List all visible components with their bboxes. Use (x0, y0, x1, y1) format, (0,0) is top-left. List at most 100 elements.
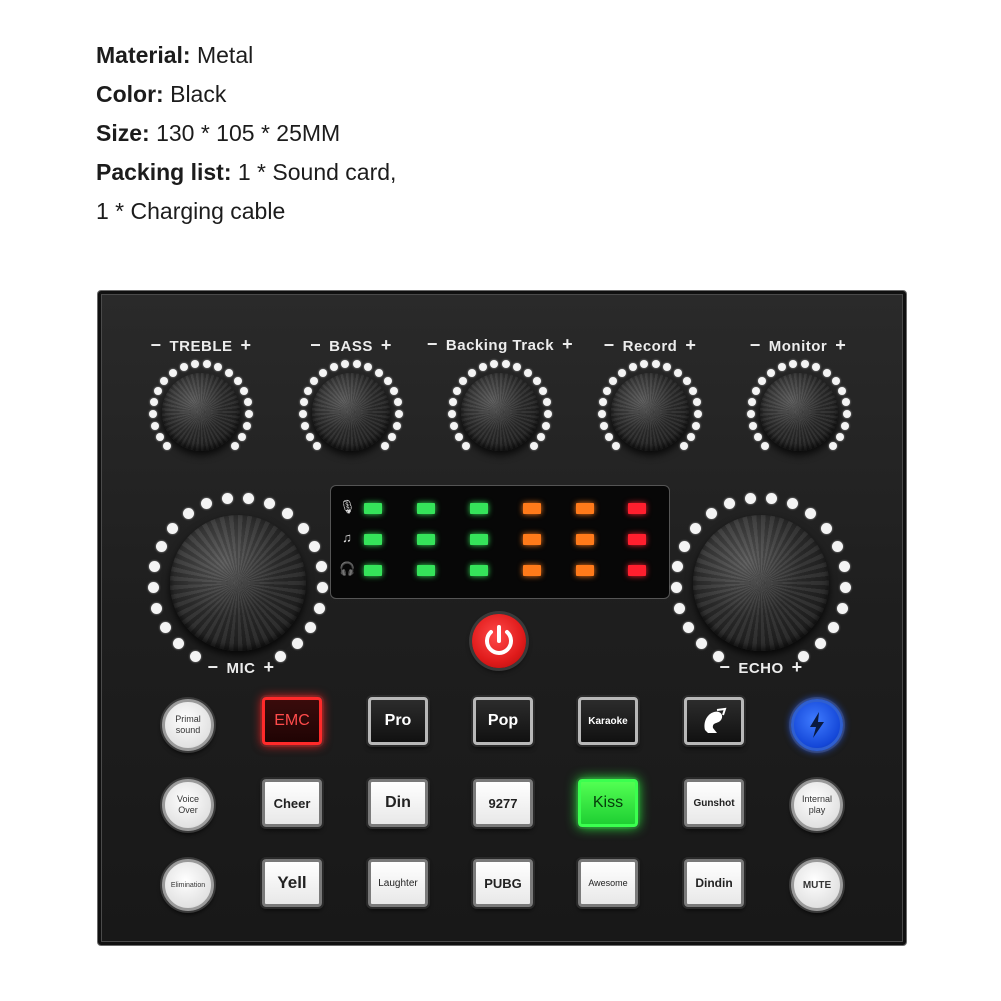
led-indicator (628, 534, 646, 545)
mic-level-dot (147, 581, 159, 593)
yell-button[interactable]: Yell (262, 859, 322, 907)
knob-level-dot (462, 441, 471, 450)
emc-button[interactable]: EMC (262, 697, 322, 745)
mic-level-dot (190, 651, 201, 663)
echo-knob[interactable] (693, 515, 829, 651)
mic-level-dot (291, 638, 303, 650)
knob-level-dot (448, 409, 457, 418)
spec-packing-list-cont: 1 * Charging cable (96, 198, 286, 224)
knob-level-dot (539, 386, 548, 395)
knob-level-dot (679, 441, 688, 450)
cheer-button[interactable]: Cheer (262, 779, 322, 827)
knob-level-dot (599, 398, 608, 407)
pro-button[interactable]: Pro (368, 697, 428, 745)
knob-level-dot (640, 360, 649, 369)
mic-icon: 🎙 (339, 499, 356, 514)
knob-level-dot (682, 376, 691, 385)
knob-level-dot (753, 432, 762, 441)
pop-button[interactable]: Pop (473, 697, 533, 745)
mute-button[interactable]: MUTE (791, 859, 843, 911)
knob-level-dot (693, 409, 702, 418)
primal-sound-button[interactable]: Primal sound (162, 699, 214, 751)
record-knob[interactable] (611, 373, 689, 451)
knob-level-dot (160, 376, 169, 385)
knob-level-dot (329, 363, 338, 372)
mic-level-dot (315, 560, 327, 572)
knob-level-dot (163, 441, 172, 450)
mic-level-dot (155, 540, 167, 552)
echo-level-dot (672, 560, 684, 572)
spec-color: Color: Black (96, 81, 227, 107)
knob-level-dot (692, 421, 700, 430)
knob-level-dot (812, 363, 821, 372)
knob-level-dot (341, 360, 350, 369)
echo-level-dot (674, 602, 686, 614)
sound-9277-button[interactable]: 9277 (473, 779, 533, 827)
backing-track-label: −Backing Track+ (426, 334, 574, 354)
laughter-button[interactable]: Laughter (368, 859, 428, 907)
knob-level-dot (155, 432, 164, 441)
knob-level-dot (748, 398, 757, 407)
knob-level-dot (758, 376, 767, 385)
mic-level-dot (201, 498, 213, 510)
knob-level-dot (452, 386, 461, 395)
bass-label: −BASS+ (310, 335, 392, 355)
lightning-icon (810, 712, 824, 738)
knob-level-dot (374, 368, 383, 377)
mic-level-dot (313, 602, 325, 614)
record-label: −Record+ (603, 335, 697, 355)
din-button[interactable]: Din (368, 779, 428, 827)
spec-material: Material: Metal (96, 42, 254, 68)
knob-level-dot (529, 441, 538, 450)
knob-level-dot (687, 432, 696, 441)
echo-level-dot (828, 621, 840, 633)
knob-level-dot (319, 368, 328, 377)
knob-level-dot (478, 363, 487, 372)
knob-level-dot (651, 360, 660, 369)
knob-level-dot (532, 376, 541, 385)
knob-level-dot (240, 386, 249, 395)
echo-level-dot (705, 508, 717, 520)
pubg-button[interactable]: PUBG (473, 859, 533, 907)
led-indicator (364, 565, 382, 576)
monitor-knob[interactable] (760, 373, 838, 451)
knob-level-dot (609, 376, 618, 385)
treble-knob[interactable] (162, 373, 240, 451)
led-indicator (628, 503, 646, 514)
knob-level-dot (838, 386, 847, 395)
karaoke-button[interactable]: Karaoke (578, 697, 638, 745)
mic-knob[interactable] (170, 515, 306, 651)
knob-level-dot (300, 421, 309, 430)
knob-level-dot (543, 409, 552, 418)
kiss-button[interactable]: Kiss (578, 779, 638, 827)
effect-button[interactable] (684, 697, 744, 745)
knob-level-dot (777, 363, 786, 372)
knob-level-dot (612, 441, 621, 450)
led-indicator (417, 565, 435, 576)
awesome-button[interactable]: Awesome (578, 859, 638, 907)
led-indicator (470, 503, 488, 514)
elimination-button[interactable]: Elimination (162, 859, 214, 911)
bass-knob[interactable] (312, 373, 390, 451)
voice-over-button[interactable]: Voice Over (162, 779, 214, 831)
lightning-button[interactable] (791, 699, 843, 751)
echo-level-dot (836, 602, 848, 614)
knob-level-dot (310, 376, 319, 385)
internal-play-button[interactable]: Internal play (791, 779, 843, 831)
gunshot-button[interactable]: Gunshot (684, 779, 744, 827)
knob-level-dot (394, 409, 403, 418)
knob-level-dot (663, 363, 672, 372)
mic-level-dot (305, 621, 317, 633)
knob-level-dot (761, 441, 770, 450)
knob-level-dot (542, 398, 551, 407)
echo-level-dot (805, 508, 817, 520)
knob-level-dot (673, 368, 682, 377)
dindin-button[interactable]: Dindin (684, 859, 744, 907)
treble-label: −TREBLE+ (150, 335, 252, 355)
knob-level-dot (831, 376, 840, 385)
led-indicator (523, 565, 541, 576)
power-button[interactable] (472, 614, 526, 668)
backing-track-knob[interactable] (461, 373, 539, 451)
echo-level-dot (840, 581, 852, 593)
sound-card-device: −TREBLE+ −BASS+ −Backing Track+ −Record+… (97, 290, 907, 946)
